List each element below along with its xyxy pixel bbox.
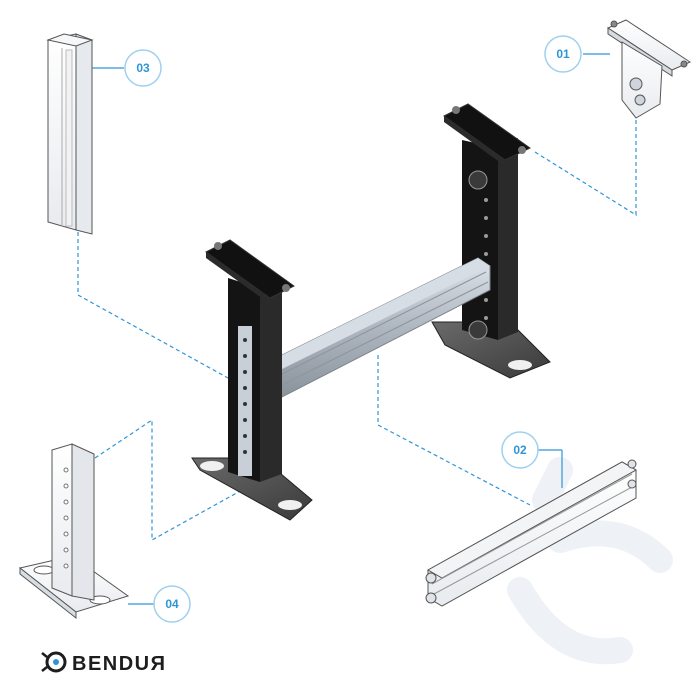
leader-line-01 [534, 85, 637, 217]
part-04-leg-with-foot [18, 443, 130, 620]
part-01-head-bracket [606, 19, 692, 119]
callout-01-label: 01 [556, 47, 570, 61]
leader-line-03 [77, 232, 229, 379]
callout-01: 01 [544, 35, 610, 73]
callout-04-label: 04 [165, 597, 179, 611]
back-leg [462, 140, 498, 340]
leader-line-04 [94, 418, 243, 542]
part-02-aluminium-profile [425, 459, 638, 607]
bendur-logo-text: BENDUЯ [72, 653, 167, 675]
part-03-leg-profile [46, 33, 94, 235]
bendur-logo-icon [41, 651, 67, 673]
leader-line-02 [377, 355, 531, 506]
leader-lines [77, 85, 637, 542]
watermark-graphic [507, 457, 673, 665]
callout-02-label: 02 [513, 443, 527, 457]
front-top-bracket [205, 239, 295, 299]
callout-03: 03 [92, 49, 162, 87]
callout-04: 04 [128, 585, 191, 623]
callout-03-label: 03 [136, 61, 150, 75]
bendur-logo: BENDUЯ [41, 651, 167, 675]
callout-02: 02 [501, 431, 563, 488]
support-stand-assembly [191, 103, 551, 521]
